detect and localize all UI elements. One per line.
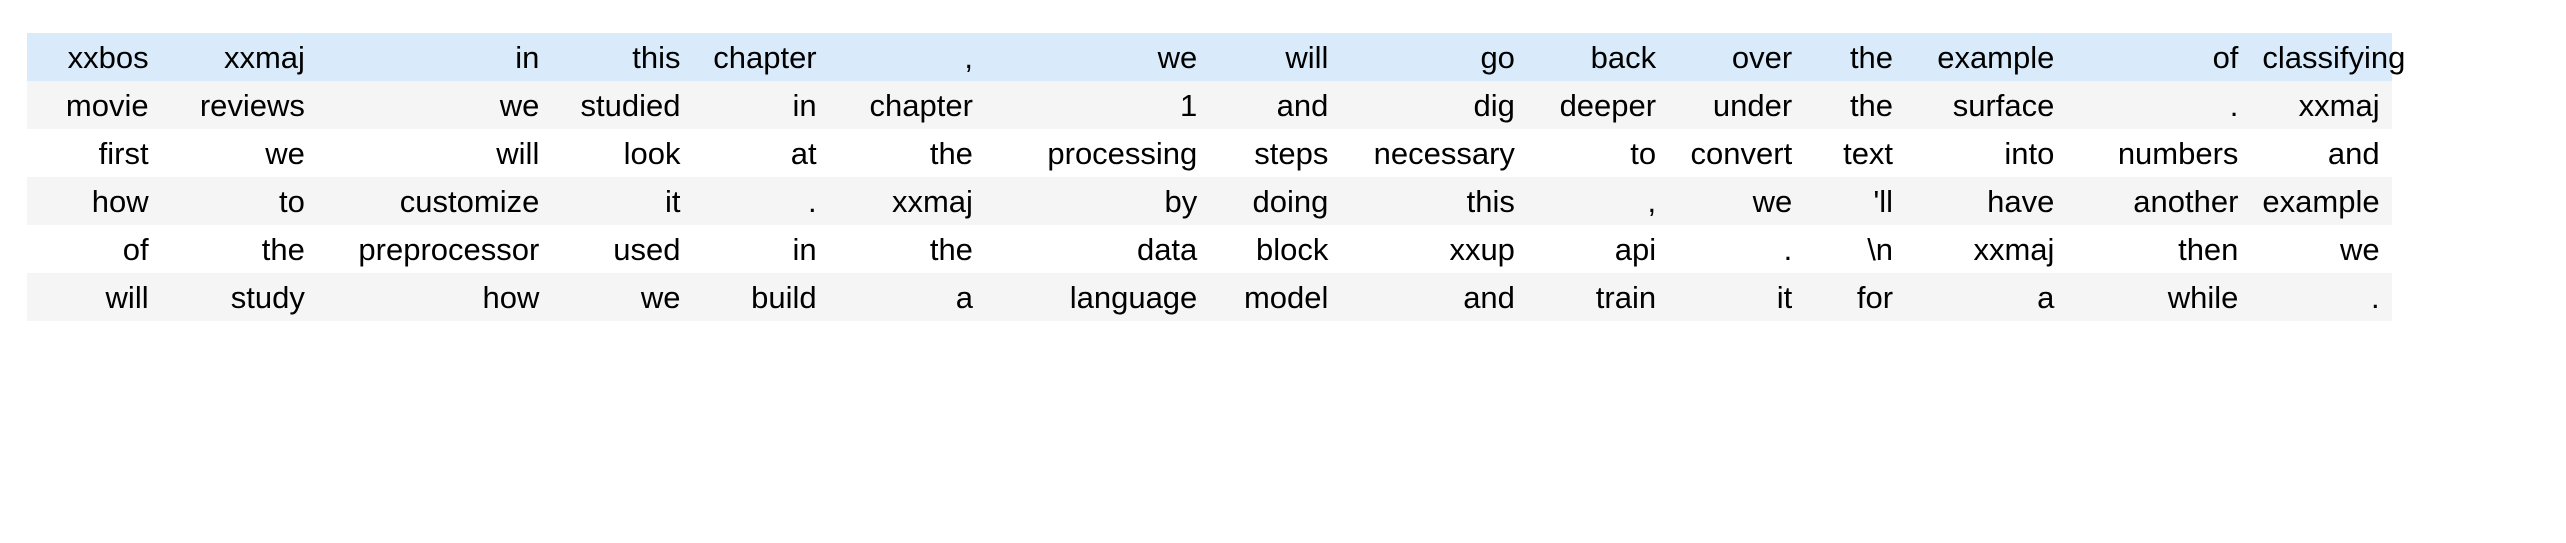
token-cell: chapter: [869, 87, 973, 123]
token-cell: to: [1630, 135, 1657, 171]
token-cell: while: [2167, 279, 2239, 315]
token-cell: this: [632, 39, 681, 75]
token-cell: back: [1590, 39, 1657, 75]
token-cell: we: [2339, 231, 2380, 267]
token-cell: \n: [1867, 231, 1894, 267]
table-row: how to customize it. xxmaj by doing this, we 'll h…: [27, 177, 2548, 225]
table-row: movie reviews we studied in chapter 1 and dig dee…: [27, 81, 2548, 129]
token-cell: xxmaj: [1973, 231, 2055, 267]
token-cell: deeper: [1559, 87, 1657, 123]
token-cell: xxmaj: [2298, 87, 2380, 123]
token-cell: ,: [964, 39, 973, 75]
token-cell: in: [792, 231, 817, 267]
token-cell: .: [808, 183, 817, 219]
token-cell: and: [1463, 279, 1515, 315]
token-cell: look: [623, 135, 681, 171]
token-cell: we: [265, 135, 305, 171]
token-cell: under: [1712, 87, 1793, 123]
token-cell: api: [1614, 231, 1657, 267]
token-cell: and: [2327, 135, 2380, 171]
token-cell: data: [1136, 231, 1198, 267]
token-cell: .: [2370, 279, 2380, 315]
token-cell: studied: [580, 87, 681, 123]
token-cell: the: [929, 135, 973, 171]
token-cell: will: [105, 279, 149, 315]
token-cell: for: [1856, 279, 1894, 315]
token-cell: the: [929, 231, 973, 267]
token-cell: into: [2004, 135, 2055, 171]
token-cell: convert: [1690, 135, 1793, 171]
token-table: xxbos xxmaj in this chapter, we will go back over…: [27, 33, 2548, 321]
token-cell: preprocessor: [358, 231, 540, 267]
token-cell: xxmaj: [223, 39, 305, 75]
token-cell: by: [1164, 183, 1198, 219]
token-cell: ,: [1647, 183, 1657, 219]
token-cell: how: [91, 183, 149, 219]
token-cell: build: [751, 279, 817, 315]
token-cell: we: [1157, 39, 1198, 75]
token-cell: it: [1776, 279, 1793, 315]
token-cell: to: [279, 183, 305, 219]
token-cell: we: [1752, 183, 1793, 219]
token-cell: example: [1937, 39, 2055, 75]
token-cell: .: [2229, 87, 2239, 123]
token-cell: customize: [399, 183, 540, 219]
token-cell: of: [2212, 39, 2239, 75]
token-cell: how: [482, 279, 540, 315]
token-cell: necessary: [1373, 135, 1515, 171]
token-cell: a: [2037, 279, 2055, 315]
token-cell: at: [790, 135, 817, 171]
token-cell: used: [613, 231, 681, 267]
token-cell: we: [499, 87, 540, 123]
token-cell: doing: [1252, 183, 1329, 219]
token-cell: the: [1849, 87, 1894, 123]
token-cell: we: [640, 279, 681, 315]
token-cell: in: [792, 87, 817, 123]
token-cell: in: [515, 39, 540, 75]
table-row: will study how we build a language model and trai…: [27, 273, 2548, 321]
token-cell: the: [1849, 39, 1894, 75]
table-row: xxbos xxmaj in this chapter, we will go back over…: [27, 33, 2548, 81]
token-cell: chapter: [713, 39, 817, 75]
token-cell: of: [122, 231, 149, 267]
token-cell: have: [1987, 183, 2055, 219]
tokenized-text-dataframe: xxbos xxmaj in this chapter, we will go back over…: [27, 33, 2548, 321]
token-cell: xxup: [1449, 231, 1515, 267]
token-cell: reviews: [199, 87, 305, 123]
token-cell: block: [1256, 231, 1329, 267]
token-cell: xxmaj: [891, 183, 973, 219]
token-cell: movie: [65, 87, 149, 123]
token-cell: study: [230, 279, 305, 315]
token-cell: 1: [1180, 87, 1198, 123]
token-cell: will: [496, 135, 540, 171]
token-cell: processing: [1047, 135, 1198, 171]
token-cell: go: [1480, 39, 1515, 75]
token-cell: first: [98, 135, 149, 171]
token-cell: the: [261, 231, 305, 267]
token-cell: dig: [1473, 87, 1515, 123]
token-cell: train: [1595, 279, 1657, 315]
token-cell: language: [1069, 279, 1198, 315]
token-cell: over: [1731, 39, 1793, 75]
token-cell: .: [1783, 231, 1793, 267]
table-row: of the preprocessor used in the data block xxup a…: [27, 225, 2548, 273]
token-cell: will: [1285, 39, 1329, 75]
token-cell: a: [955, 279, 973, 315]
token-cell: then: [2178, 231, 2239, 267]
token-cell: model: [1243, 279, 1329, 315]
token-cell: steps: [1254, 135, 1329, 171]
token-cell: numbers: [2117, 135, 2239, 171]
token-cell: it: [665, 183, 681, 219]
token-cell: 'll: [1873, 183, 1894, 219]
token-cell: text: [1843, 135, 1894, 171]
token-cell: xxbos: [67, 39, 149, 75]
token-cell: and: [1276, 87, 1329, 123]
token-cell: this: [1466, 183, 1515, 219]
token-cell: another: [2133, 183, 2239, 219]
token-cell: surface: [1952, 87, 2055, 123]
token-cell: example: [2262, 183, 2380, 219]
token-cell: classifying: [2262, 39, 2406, 75]
token-table-body: xxbos xxmaj in this chapter, we will go back over…: [27, 33, 2548, 321]
table-row: first we will look at the processing steps neces…: [27, 129, 2548, 177]
